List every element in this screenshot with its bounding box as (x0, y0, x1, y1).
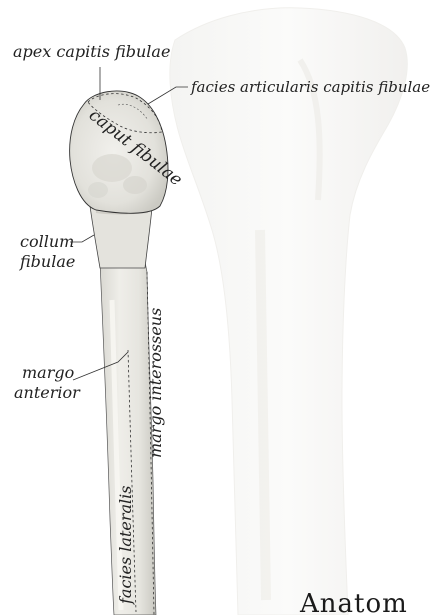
label-anterior: anterior (14, 383, 81, 402)
watermark-text: Anatom (299, 589, 408, 615)
label-facies-articularis: facies articularis capitis fibulae (190, 78, 430, 96)
label-margo-interosseus: margo interosseus (146, 308, 165, 458)
tibia-bone (170, 8, 407, 615)
label-collum: collum (20, 232, 74, 251)
label-fibulae: fibulae (19, 252, 75, 271)
label-facies-lateralis: facies lateralis (116, 486, 135, 606)
label-margo: margo (22, 363, 74, 382)
label-apex-capitis-fibulae: apex capitis fibulae (13, 42, 170, 61)
fibula-neck (90, 206, 152, 268)
